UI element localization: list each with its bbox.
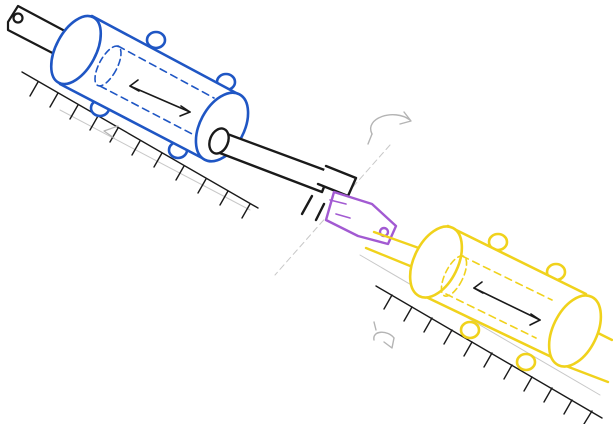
rod-end-cap xyxy=(208,127,230,155)
blue-roller-top-1 xyxy=(145,30,167,50)
yellow-roller-bottom-2 xyxy=(515,352,537,372)
purple-link-detail xyxy=(329,199,351,219)
blue-cylinder-bore-end xyxy=(94,45,122,87)
shaft-hole xyxy=(12,12,24,24)
rotation-hint-left xyxy=(103,125,119,139)
right-rail-line xyxy=(375,285,603,419)
rod-body xyxy=(210,130,332,194)
black-rod xyxy=(208,127,358,222)
yellow-cylinder-front-cap xyxy=(547,294,603,368)
blue-cylinder-back-cap xyxy=(49,14,103,86)
yellow-cylinder-bore-end xyxy=(440,255,468,297)
yellow-motion-arrow xyxy=(473,281,541,326)
purple-link-body xyxy=(324,190,398,246)
left-rail-ticks xyxy=(29,81,251,219)
blue-motion-arrow xyxy=(129,79,191,117)
rotation-hint-bottom xyxy=(373,321,395,349)
left-rail-line xyxy=(21,71,259,209)
yellow-roller-bottom-1 xyxy=(459,320,481,340)
rod-fork xyxy=(316,164,358,198)
guide-line-right xyxy=(359,254,601,396)
right-rail xyxy=(375,285,603,424)
rod-fork-prongs xyxy=(300,194,326,222)
purple-link xyxy=(324,190,398,246)
guide-line-diagonal xyxy=(274,144,391,276)
yellow-cylinder xyxy=(408,224,603,372)
guide-lines xyxy=(59,109,601,396)
rotation-hint-top xyxy=(367,111,412,145)
blue-cylinder-bore xyxy=(99,45,215,137)
left-rail xyxy=(21,71,259,219)
right-rail-ticks xyxy=(383,294,593,424)
yellow-cylinder-back-cap xyxy=(408,225,464,299)
yellow-cylinder-bore xyxy=(445,255,553,339)
